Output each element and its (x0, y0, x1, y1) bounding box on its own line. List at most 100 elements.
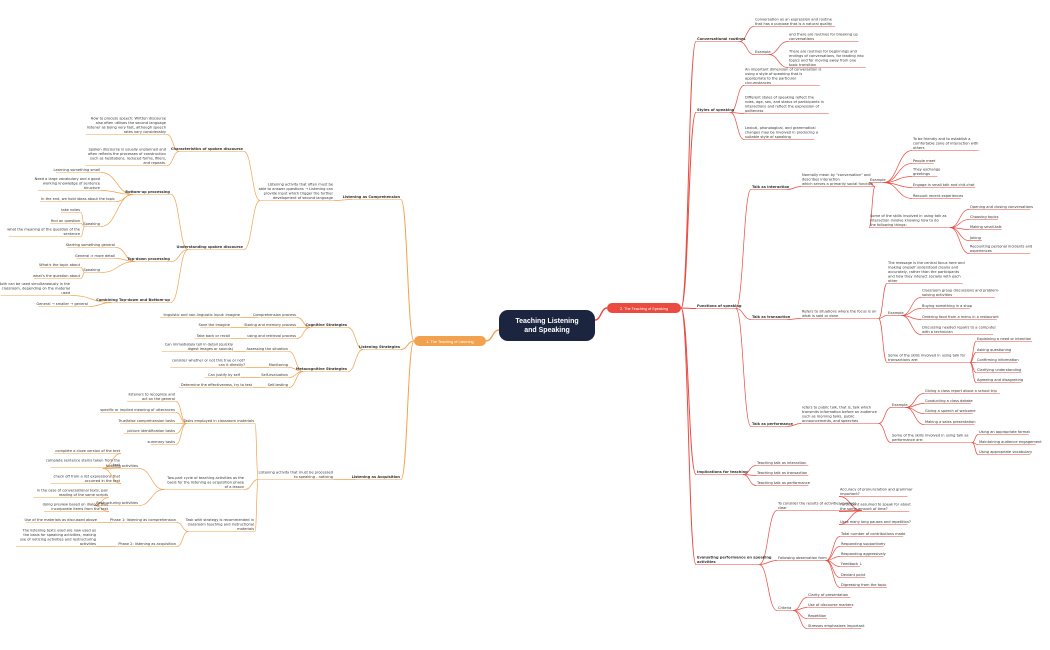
sp1[interactable]: take notes (61, 208, 81, 213)
sp2[interactable]: find an question (50, 219, 81, 224)
bu2[interactable]: Need a large vocabulary and a goodworkin… (35, 177, 101, 191)
task3[interactable]: True/false comprehension tasks (117, 419, 176, 424)
tr-desc[interactable]: Refers to situations where the focus is … (801, 310, 879, 319)
acq-desc[interactable]: Listening activity that must be processe… (258, 471, 334, 480)
cog3[interactable]: using and retrieval process (246, 334, 297, 339)
st1[interactable]: An important dimension of conversation i… (744, 68, 822, 86)
tr-example[interactable]: Example (887, 311, 904, 316)
met4a[interactable]: Determine the effectiveness, try to test (179, 383, 253, 388)
int-example[interactable]: Example (869, 178, 886, 183)
listening-as-acquisition[interactable]: Listening as Acquisition (352, 475, 401, 480)
not3[interactable]: check off from a list expressions thatoc… (50, 475, 121, 484)
met2[interactable]: Monitoring (269, 363, 289, 368)
top-down-node[interactable]: Top-down processing (127, 257, 171, 262)
tr-msg[interactable]: The message is the central focus here an… (887, 261, 965, 284)
td2[interactable]: General ⇒ more detail (75, 254, 116, 259)
im3[interactable]: Teaching talk as performance (756, 481, 811, 486)
im1[interactable]: Teaching talk as interaction (756, 461, 809, 466)
pf-e3[interactable]: Giving a speech of welcome (924, 409, 976, 414)
cr1[interactable]: Clarity of presentation (807, 593, 851, 598)
bottom-up-node[interactable]: Bottom-up processing (125, 190, 171, 195)
pf-s2[interactable]: Maintaining audience engagement (978, 440, 1042, 445)
pf-example[interactable]: Example (891, 403, 908, 408)
combining-node[interactable]: Combining Top-down and Bottom-up (96, 298, 171, 303)
obs3[interactable]: Responding aggressively (840, 552, 887, 557)
phase2a[interactable]: The listening texts used are now used as… (15, 529, 97, 547)
restructuring-node[interactable]: Restructuring activities (93, 501, 139, 506)
int-s2[interactable]: Choosing topics (969, 215, 999, 220)
int-e1[interactable]: People meet (912, 159, 936, 164)
bu3[interactable]: In the end, we hold ideas about the topi… (40, 197, 116, 202)
tr-s3[interactable]: Confirming information (976, 358, 1019, 363)
tr-skills[interactable]: Some of the skills involved in using tal… (887, 354, 970, 363)
int-e4[interactable]: Recount recent experiences (912, 194, 963, 199)
cog1a[interactable]: linguistic and non-linguistic input: ima… (159, 313, 241, 318)
styles-of-speaking[interactable]: Styles of speaking (696, 108, 735, 113)
branch-listening[interactable]: 1. The Teaching of Listening (414, 336, 486, 346)
obs-node[interactable]: Following observation form (777, 556, 827, 561)
phase1a[interactable]: Use of the materials as discussed above (24, 518, 98, 523)
cog1[interactable]: Comprehension process (253, 313, 297, 318)
not2[interactable]: complete sentence stems taken from thete… (46, 459, 121, 468)
listening-as-comprehension[interactable]: Listening as Comprehension (343, 195, 401, 200)
ev2[interactable]: Participant assumed to speak for aboutth… (839, 503, 911, 512)
talk-interaction[interactable]: Talk as interaction (751, 185, 790, 190)
met1a[interactable]: Can immediately tell in detail (quicklyd… (161, 343, 234, 352)
ev1[interactable]: Accuracy of pronunciation and grammarimp… (839, 488, 913, 497)
met4[interactable]: Self-testing (265, 383, 289, 388)
rt3[interactable]: There are routines for beginnings andend… (788, 50, 866, 68)
obs6[interactable]: Digressing from the topic (840, 583, 887, 588)
characteristics-node[interactable]: Characteristics of spoken discourse (171, 147, 244, 152)
criteria-node[interactable]: Criteria (777, 606, 794, 611)
res2[interactable]: doing preview based on dialogs thatincor… (43, 503, 109, 512)
task2[interactable]: specific or implied meaning of utterance… (100, 408, 176, 413)
rt1[interactable]: Conversation as an expression and routin… (754, 18, 836, 27)
talk-transaction[interactable]: Talk as transaction (751, 315, 791, 320)
listening-strategies[interactable]: Listening Strategies (359, 345, 401, 350)
res1[interactable]: in the case of conversational texts, pai… (33, 489, 109, 498)
phase1-node[interactable]: Phase 1: listening as comprehension (110, 518, 177, 523)
two-part-node[interactable]: Two-part cycle of teaching activities as… (163, 476, 245, 490)
branch-speaking[interactable]: 2. The Teaching of Speaking (607, 303, 681, 313)
met3a[interactable]: Can justify by self (204, 373, 241, 378)
functions-of-speaking[interactable]: Functions of speaking (696, 304, 742, 309)
cr2[interactable]: Use of discourse markers (807, 603, 854, 608)
cb1[interactable]: Both can be used simultaneously in thecl… (0, 282, 71, 296)
pf-e4[interactable]: Making a sales presentation (924, 420, 975, 425)
conversational-routines[interactable]: Conversational routines (696, 37, 746, 42)
met3[interactable]: Self-evaluation (260, 373, 289, 378)
tr-s5[interactable]: Agreeing and disagreeing (976, 378, 1023, 383)
td1[interactable]: Starting something general (66, 243, 116, 248)
tr-s1[interactable]: Explaining a need or intention (976, 337, 1032, 342)
char1[interactable]: How to process speech: Written discourse… (85, 117, 167, 135)
cognitive-node[interactable]: Cognitive Strategies (306, 323, 349, 328)
tasks-node[interactable]: Tasks employed in classroom materials (183, 419, 255, 424)
met2a[interactable]: consider whether or not this true or not… (170, 359, 246, 368)
int-s5[interactable]: Recounting personal incidents andexperie… (969, 245, 1032, 254)
task4[interactable]: picture identification tasks (123, 429, 176, 434)
cog2a[interactable]: Save the imagine (199, 323, 231, 328)
int-e3[interactable]: Engage in small talk and chit-chat (912, 183, 976, 188)
obs4[interactable]: Feedback ↓ (840, 562, 862, 567)
char2[interactable]: Spoken discourse is usually unplanned an… (85, 148, 167, 166)
st3[interactable]: Lexical, phonological, and grammaticalch… (744, 126, 818, 140)
ev-desc[interactable]: To consider the results of activities in… (777, 502, 862, 511)
pf-skills[interactable]: Some of the skills involved in using tal… (891, 434, 973, 443)
pf-e1[interactable]: Giving a class report about a school tri… (924, 389, 1000, 394)
tr-s2[interactable]: Asking questioning (976, 348, 1011, 353)
tr-e4[interactable]: Discussing needed repairs to a computerw… (921, 326, 996, 335)
cr3[interactable]: Repetition (807, 614, 827, 619)
sp3[interactable]: what the meaning of the question of thes… (7, 228, 81, 237)
rt2[interactable]: and there are routines for breaking upco… (788, 33, 859, 42)
td3[interactable]: What's the topic about (39, 263, 81, 268)
phase2-node[interactable]: Phase 2: listening as acquisition (115, 542, 177, 547)
obs2[interactable]: Responding supportively (840, 542, 886, 547)
evaluating-performance[interactable]: Evaluating performance on speakingactivi… (696, 556, 772, 565)
comp-desc[interactable]: Listening activity that often must beabl… (259, 183, 334, 201)
noticing-node[interactable]: Noticing activities (102, 464, 139, 469)
int-s1[interactable]: Opening and closing conversations (969, 205, 1033, 210)
cog2[interactable]: Storing and memory process (244, 323, 297, 328)
